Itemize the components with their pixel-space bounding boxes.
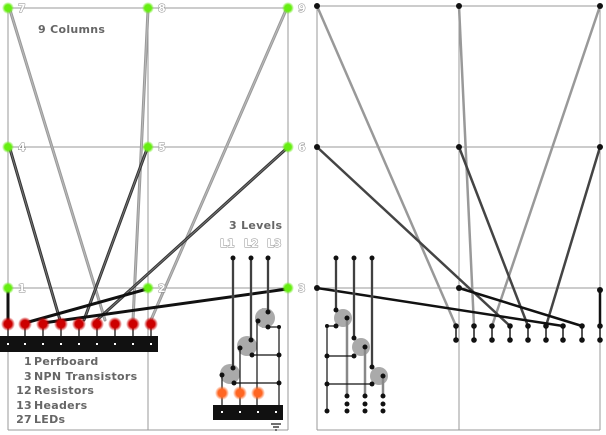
level-led-2 xyxy=(233,386,247,400)
column-node-8 xyxy=(142,2,154,14)
part-name: NPN Transistors xyxy=(34,370,138,383)
part-qty: 3 xyxy=(24,370,32,383)
right-grid xyxy=(316,5,601,431)
column-node-4 xyxy=(2,141,14,153)
led-node-bottom xyxy=(471,337,477,343)
right-wires-dark xyxy=(316,286,602,328)
part-qty: 1 xyxy=(24,355,32,368)
led-3 xyxy=(36,317,50,331)
led-9 xyxy=(144,317,158,331)
column-node-dot xyxy=(456,144,462,150)
wire-col3 xyxy=(41,287,289,325)
column-label-5: 5 xyxy=(158,141,166,154)
led-node-top xyxy=(579,323,585,329)
level-driver-circuit xyxy=(213,255,283,431)
led-7 xyxy=(108,317,122,331)
part-name: LEDs xyxy=(34,413,66,426)
left-header-strip xyxy=(0,336,158,352)
part-qty: 12 xyxy=(16,384,32,397)
right-wires-mid xyxy=(316,146,602,327)
part-name: Headers xyxy=(34,399,88,412)
right-panel xyxy=(314,3,603,431)
column-node-dot xyxy=(314,144,320,150)
led-8 xyxy=(126,317,140,331)
led-node-bottom xyxy=(453,337,459,343)
header-pin xyxy=(60,343,62,345)
led-node-top xyxy=(597,323,603,329)
led-node-bottom xyxy=(543,337,549,343)
led-node-bottom xyxy=(507,337,513,343)
led-node-top xyxy=(525,323,531,329)
header-pin xyxy=(114,343,116,345)
column-label-3: 3 xyxy=(298,282,306,295)
header-pin xyxy=(96,343,98,345)
left-wires-dark xyxy=(6,287,289,325)
led-node-top xyxy=(453,323,459,329)
columns-title: 9 Columns xyxy=(38,23,105,36)
led-node-bottom xyxy=(525,337,531,343)
level-label-2: L2 xyxy=(244,237,259,250)
led-node-top xyxy=(471,323,477,329)
column-label-1: 1 xyxy=(18,282,26,295)
column-node-dot xyxy=(314,285,320,291)
column-label-8: 8 xyxy=(158,2,166,15)
parts-list: 1 Perfboard 3 NPN Transistors 12 Resisto… xyxy=(16,355,138,426)
left-grid xyxy=(7,7,289,431)
column-node-3 xyxy=(282,282,294,294)
column-node-1 xyxy=(2,282,14,294)
level-label-3: L3 xyxy=(267,237,282,250)
column-label-9: 9 xyxy=(298,2,306,15)
column-node-dot xyxy=(456,3,462,9)
level-header-strip xyxy=(213,405,283,420)
header-pin xyxy=(78,343,80,345)
led-node-top xyxy=(489,323,495,329)
led-node-top xyxy=(560,323,566,329)
orange-leds xyxy=(215,386,265,400)
column-node-6 xyxy=(282,141,294,153)
led-1 xyxy=(1,317,15,331)
led-node-top xyxy=(543,323,549,329)
level-led-1 xyxy=(215,386,229,400)
header-pin xyxy=(132,343,134,345)
transistor-3 xyxy=(255,308,275,328)
column-node-dot xyxy=(597,287,603,293)
led-node-bottom xyxy=(597,337,603,343)
right-driver-circuit xyxy=(324,255,388,414)
header-pin xyxy=(42,343,44,345)
part-qty: 27 xyxy=(16,413,32,426)
part-name: Perfboard xyxy=(34,355,99,368)
led-5 xyxy=(72,317,86,331)
column-node-dot xyxy=(597,144,603,150)
ground-icon xyxy=(271,423,281,431)
column-label-6: 6 xyxy=(298,141,306,154)
column-label-7: 7 xyxy=(18,2,26,15)
level-label-1: L1 xyxy=(220,237,235,250)
led-4 xyxy=(54,317,68,331)
wire-col2 xyxy=(23,287,149,325)
led-node-top xyxy=(507,323,513,329)
column-label-4: 4 xyxy=(18,141,26,154)
led-node-bottom xyxy=(489,337,495,343)
column-node-dot xyxy=(456,285,462,291)
led-node-bottom xyxy=(560,337,566,343)
header-pin xyxy=(7,343,9,345)
header-pin xyxy=(24,343,26,345)
led-6 xyxy=(90,317,104,331)
column-node-7 xyxy=(2,2,14,14)
column-node-dot xyxy=(314,3,320,9)
header-pin xyxy=(150,343,152,345)
part-name: Resistors xyxy=(34,384,94,397)
led-2 xyxy=(18,317,32,331)
column-node-dot xyxy=(597,3,603,9)
transistors xyxy=(220,308,275,384)
column-label-2: 2 xyxy=(158,282,166,295)
column-node-9 xyxy=(282,2,294,14)
levels-title: 3 Levels xyxy=(229,219,282,232)
column-node-2 xyxy=(142,282,154,294)
column-node-5 xyxy=(142,141,154,153)
part-qty: 13 xyxy=(16,399,32,412)
level-led-3 xyxy=(251,386,265,400)
led-node-bottom xyxy=(579,337,585,343)
